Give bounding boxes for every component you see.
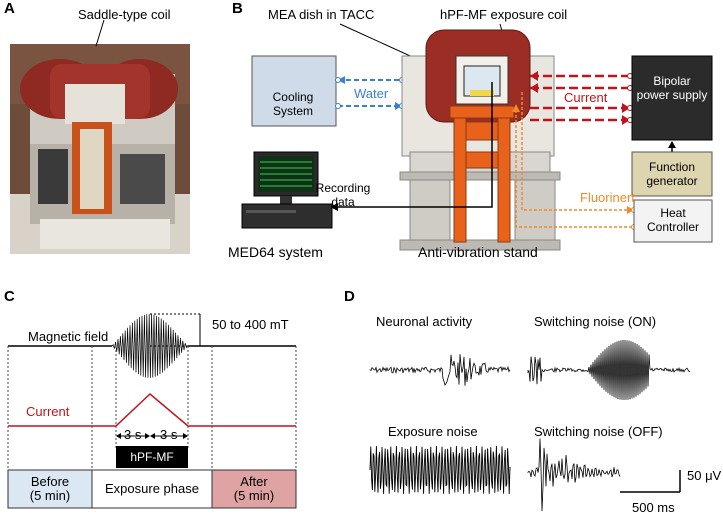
exposure-coil-label: hPF-MF exposure coil (440, 7, 568, 22)
panel-letter-d: D (344, 288, 355, 305)
ramp-up-label: 3 s (124, 427, 142, 442)
neuronal-activity-label: Neuronal activity (376, 314, 473, 329)
hpf-mf-bar-label: hPF-MF (130, 450, 174, 464)
heat-controller-box: Heat Controller (646, 206, 700, 234)
setup-diagram (241, 23, 713, 251)
saddle-coil-title: Saddle-type coil (78, 7, 171, 22)
saddle-coil-photo (10, 44, 190, 254)
fluorinert-label: Fluorinert (580, 190, 635, 205)
range-label: 50 to 400 mT (212, 317, 289, 332)
panel-letter-a: A (4, 0, 15, 17)
scale-voltage-label: 50 μV (687, 468, 722, 483)
switching-on-label: Switching noise (ON) (534, 314, 657, 329)
ramp-down-label: 3 s (160, 427, 178, 442)
after-phase: After (5 min) (233, 474, 275, 503)
timing-diagram (7, 313, 297, 509)
exposure-phase: Exposure phase (105, 481, 199, 496)
bipolar-power-box: Bipolar power supply (636, 74, 708, 102)
magnetic-field-label: Magnetic field (28, 329, 109, 344)
recording-data-label: Recording data (315, 181, 371, 209)
med64-label: MED64 system (228, 244, 323, 260)
function-generator-box: Function generator (646, 160, 698, 188)
coil-pointer-line (95, 19, 105, 47)
exposure-noise-label: Exposure noise (388, 424, 478, 439)
water-label: Water (354, 86, 389, 101)
panel-letter-b: B (232, 0, 243, 17)
signal-traces (369, 339, 691, 512)
current-label-b: Current (564, 90, 608, 105)
current-label-c: Current (26, 404, 70, 419)
cooling-system-box: Cooling System (272, 90, 314, 118)
before-phase: Before (5 min) (29, 474, 71, 503)
mea-dish-label: MEA dish in TACC (268, 7, 375, 22)
switching-off-label: Switching noise (OFF) (534, 424, 663, 439)
scale-time-label: 500 ms (632, 500, 675, 515)
panel-letter-c: C (4, 288, 15, 305)
stand-label: Anti-vibration stand (418, 244, 538, 260)
